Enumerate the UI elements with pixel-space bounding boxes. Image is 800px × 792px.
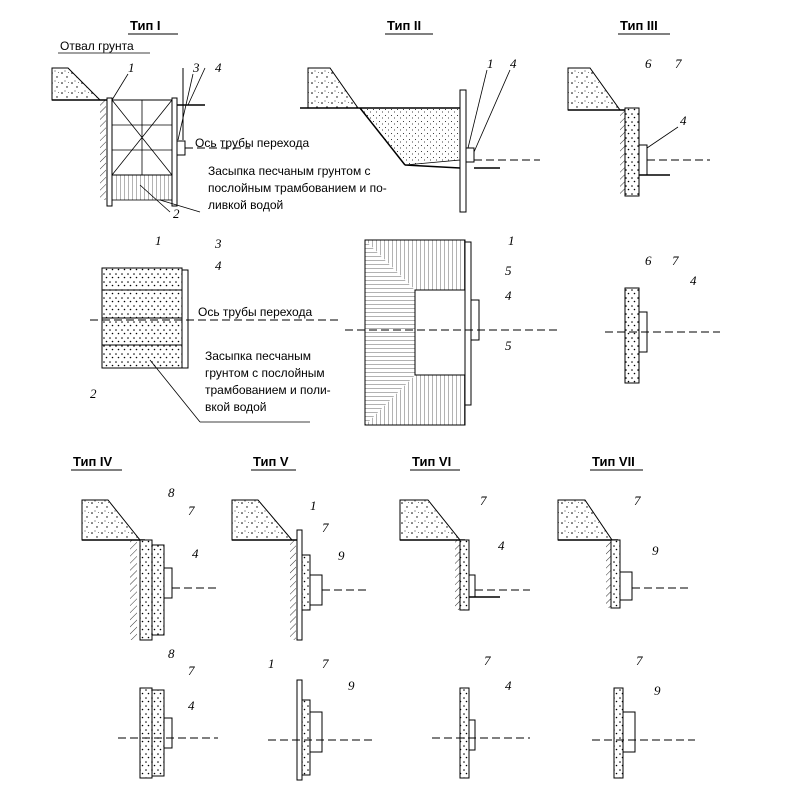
label-8: 8 <box>168 485 175 500</box>
backfill-note-line3: ливкой водой <box>208 198 283 212</box>
backfill-note-line1: Засыпка песчаным грунтом с <box>208 164 371 178</box>
pipe-axis-note: Ось трубы перехода <box>195 136 309 150</box>
label-4: 4 <box>188 698 195 713</box>
type-4-section: Тип IV 8 7 4 8 7 4 <box>71 454 218 779</box>
label-1: 1 <box>310 498 317 513</box>
type-6-title: Тип VI <box>412 454 451 469</box>
pipe-axis-note-2: Ось трубы перехода <box>198 305 312 319</box>
backfill-note-line2: послойным трамбованием и по- <box>208 181 387 195</box>
label-3: 3 <box>192 60 200 75</box>
label-4: 4 <box>690 273 697 288</box>
label-3: 3 <box>214 236 222 251</box>
label-6: 6 <box>645 56 652 71</box>
label-2: 2 <box>173 206 180 221</box>
label-9: 9 <box>338 548 345 563</box>
label-7: 7 <box>636 653 643 668</box>
type-3-title: Тип III <box>620 18 658 33</box>
label-7: 7 <box>322 520 329 535</box>
type-5-section: Тип V 1 7 9 1 7 9 <box>231 454 372 781</box>
label-7: 7 <box>322 656 329 671</box>
label-4: 4 <box>215 60 222 75</box>
type-2-title: Тип II <box>387 18 421 33</box>
label-4: 4 <box>498 538 505 553</box>
backfill2-line1: Засыпка песчаным <box>205 349 311 363</box>
type-7-title: Тип VII <box>592 454 635 469</box>
label-7: 7 <box>484 653 491 668</box>
soil-dump-note: Отвал грунта <box>60 39 134 53</box>
label-7: 7 <box>480 493 487 508</box>
label-4: 4 <box>192 546 199 561</box>
label-6: 6 <box>645 253 652 268</box>
backfill2-line4: вкой водой <box>205 400 267 414</box>
type-7-section: Тип VII 7 9 7 9 <box>557 454 695 779</box>
label-9: 9 <box>654 683 661 698</box>
plan-view-2: 1 5 4 5 <box>345 233 560 426</box>
label-8: 8 <box>168 646 175 661</box>
type-5-title: Тип V <box>253 454 289 469</box>
plan-view-3: 6 7 4 <box>605 253 720 384</box>
label-7: 7 <box>672 253 679 268</box>
label-5: 5 <box>505 338 512 353</box>
label-7: 7 <box>634 493 641 508</box>
label-1: 1 <box>155 233 162 248</box>
plan-view-1: Ось трубы перехода Засыпка песчаным грун… <box>90 233 340 423</box>
label-4: 4 <box>680 113 687 128</box>
type-2-section: Тип II 1 4 <box>300 18 540 213</box>
label-4: 4 <box>510 56 517 71</box>
label-9: 9 <box>652 543 659 558</box>
label-4: 4 <box>505 678 512 693</box>
label-2: 2 <box>90 386 97 401</box>
label-9: 9 <box>348 678 355 693</box>
type-6-section: Тип VI 7 4 7 4 <box>399 454 530 779</box>
type-1-section: Тип I Отвал грунта Ось трубы перехода За… <box>51 18 387 221</box>
label-7: 7 <box>675 56 682 71</box>
type-4-title: Тип IV <box>73 454 113 469</box>
label-7: 7 <box>188 663 195 678</box>
label-7: 7 <box>188 503 195 518</box>
label-1: 1 <box>268 656 275 671</box>
backfill2-line3: трамбованием и поли- <box>205 383 331 397</box>
label-1: 1 <box>487 56 494 71</box>
backfill2-line2: грунтом с послойным <box>205 366 325 380</box>
label-4: 4 <box>505 288 512 303</box>
label-5: 5 <box>505 263 512 278</box>
type-3-section: Тип III 6 7 4 <box>567 18 710 197</box>
label-1: 1 <box>128 60 135 75</box>
label-1: 1 <box>508 233 515 248</box>
type-1-title: Тип I <box>130 18 161 33</box>
label-4: 4 <box>215 258 222 273</box>
